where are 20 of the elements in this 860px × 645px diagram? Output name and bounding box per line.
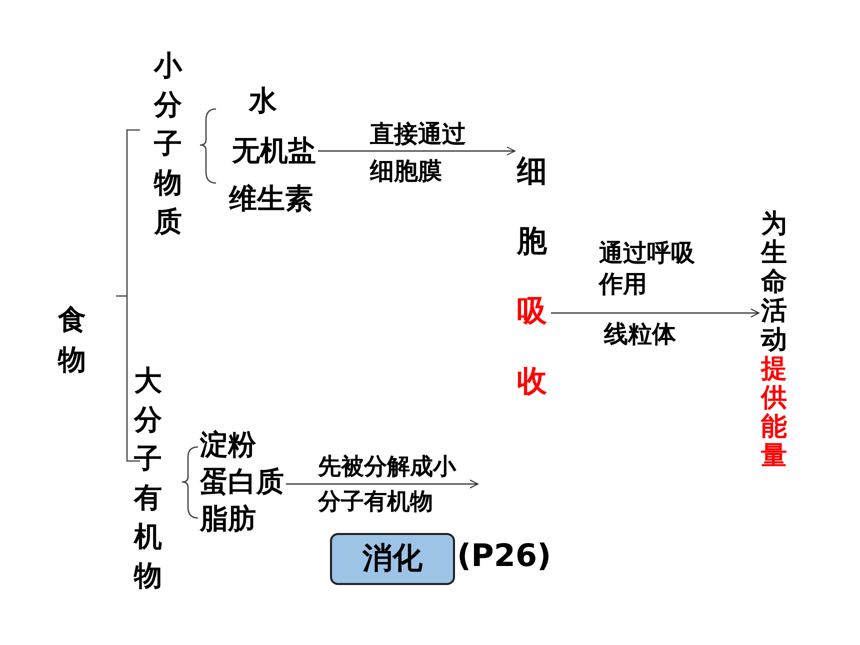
item-label: 淀粉 xyxy=(200,428,256,462)
category-label: 食物 xyxy=(58,300,88,380)
category-label: 小分子物质 xyxy=(154,46,184,241)
category-label: 大分子有机物 xyxy=(134,361,164,595)
organelle-label: 线粒体 xyxy=(604,319,676,350)
item-label: 水 xyxy=(249,84,277,118)
arrow xyxy=(286,480,478,488)
edge-label: 通过呼吸作用 xyxy=(599,238,696,300)
edge-label: 直接通过细胞膜 xyxy=(370,119,467,187)
item-label: 蛋白质 xyxy=(200,465,284,499)
process-label: 细胞 吸收 xyxy=(517,137,549,417)
page-reference: (P26) xyxy=(457,538,552,574)
arrow xyxy=(551,308,760,318)
item-label: 脂肪 xyxy=(200,502,256,536)
item-label: 无机盐 xyxy=(232,134,316,168)
result-label: 为生命活动 提供能量 xyxy=(761,210,789,471)
edge-label: 先被分解成小分子有机物 xyxy=(318,453,458,517)
arrow xyxy=(318,146,516,156)
process-box: 消化 xyxy=(330,533,455,585)
item-label: 维生素 xyxy=(229,182,313,216)
